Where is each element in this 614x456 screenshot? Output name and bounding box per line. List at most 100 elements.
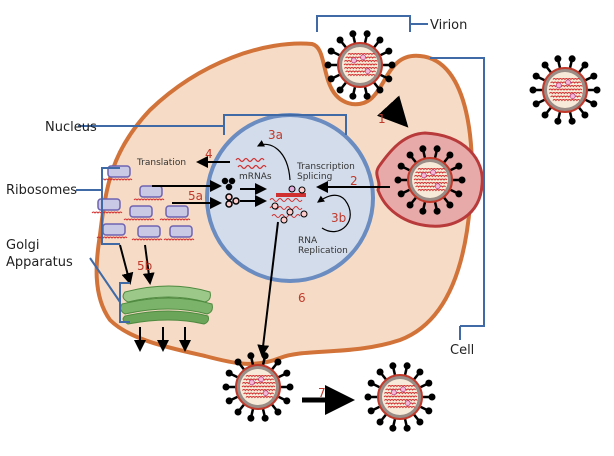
viral-protein — [364, 68, 371, 74]
golgi-label-line2: Apparatus — [6, 255, 73, 270]
spike-head — [581, 111, 589, 119]
viral-protein — [258, 376, 264, 383]
spike-head — [455, 190, 463, 198]
spike-head — [283, 369, 291, 377]
spike-head — [364, 393, 372, 401]
step-6: 6 — [298, 291, 306, 305]
viral-protein — [400, 386, 406, 393]
ribosome — [123, 205, 155, 221]
viral-rna — [548, 85, 583, 88]
viral-rna — [548, 92, 583, 95]
step-7: 7 — [318, 386, 326, 400]
viral-protein — [434, 183, 441, 189]
mrna-strand — [163, 238, 195, 241]
virion-label: Virion — [430, 18, 467, 33]
spike-head — [389, 424, 397, 432]
viral-rna — [241, 389, 276, 392]
viral-rna — [552, 78, 581, 81]
translation-label: Translation — [136, 158, 186, 168]
spike-head — [433, 145, 441, 153]
viral-rna — [241, 385, 276, 388]
spike-head — [406, 151, 414, 159]
spike-head — [336, 36, 344, 44]
mrna-strand — [123, 218, 155, 221]
spike-head — [554, 55, 562, 63]
spike-head — [590, 100, 598, 108]
splicing-label: Splicing — [297, 172, 332, 182]
ribosome — [91, 198, 123, 214]
spike-head — [403, 362, 411, 370]
golgi-label-line1: Golgi — [6, 238, 40, 253]
viral-rna — [347, 74, 376, 77]
step-5b: 5b — [137, 259, 152, 273]
ribosome-subunit — [139, 185, 163, 198]
spike-head — [590, 72, 598, 80]
mrna-strand — [131, 238, 163, 241]
viral-rna — [387, 406, 416, 409]
spike-head — [225, 397, 233, 405]
viral-rna — [548, 88, 583, 91]
spike-head — [446, 201, 454, 209]
ribosome-subunit — [137, 225, 161, 238]
spike-head — [327, 75, 335, 83]
viral-rna — [413, 182, 448, 185]
viral-protein — [249, 379, 255, 386]
spike-head — [419, 145, 427, 153]
virion-particle — [394, 145, 466, 215]
viral-protein — [391, 389, 397, 396]
spike-head — [581, 61, 589, 69]
viral-protein — [351, 57, 357, 64]
viral-protein — [421, 172, 427, 179]
spike-head — [324, 61, 332, 69]
spike-head — [433, 207, 441, 215]
spike-head — [376, 36, 384, 44]
virion-core — [547, 72, 583, 108]
viral-rna — [245, 396, 274, 399]
spike-head — [367, 407, 375, 415]
spike-head — [389, 362, 397, 370]
step-3a: 3a — [268, 128, 283, 142]
virions-group — [222, 30, 601, 432]
spike-head — [416, 368, 424, 376]
step-2: 2 — [350, 174, 358, 188]
mrna-strands — [235, 157, 267, 170]
ribosome — [163, 225, 195, 241]
spike-head — [327, 47, 335, 55]
entry-arrow — [377, 95, 409, 128]
virion-particle — [324, 30, 396, 100]
spike-head — [568, 117, 576, 125]
spike-head — [416, 418, 424, 426]
nucleus-label: Nucleus — [45, 120, 97, 135]
spike-head — [363, 92, 371, 100]
viral-rna — [241, 382, 276, 385]
viral-rna — [417, 168, 446, 171]
ribosomes-label: Ribosomes — [6, 183, 77, 198]
virion-particle — [364, 362, 436, 432]
capsid-proteins — [221, 177, 240, 208]
spike-head — [554, 117, 562, 125]
step-4: 4 — [205, 147, 213, 161]
ribosome — [131, 225, 163, 241]
spike-head — [568, 55, 576, 63]
spike-head — [385, 47, 393, 55]
spike-head — [274, 358, 282, 366]
ribosome-subunit — [165, 205, 189, 218]
label-brackets — [76, 15, 485, 340]
spike-head — [541, 61, 549, 69]
spike-head — [529, 86, 537, 94]
viral-rna — [343, 67, 378, 70]
mrna-strand — [159, 218, 191, 221]
viral-rna — [343, 60, 378, 63]
spike-head — [458, 176, 466, 184]
spike-head — [222, 383, 230, 391]
viral-rna — [383, 395, 418, 398]
viral-protein — [565, 79, 571, 86]
viral-rna — [387, 385, 416, 388]
spike-head — [376, 86, 384, 94]
spike-head — [425, 379, 433, 387]
ribosome-subunit — [102, 223, 126, 236]
viral-protein — [360, 54, 366, 61]
spike-head — [446, 151, 454, 159]
spike-head — [532, 72, 540, 80]
